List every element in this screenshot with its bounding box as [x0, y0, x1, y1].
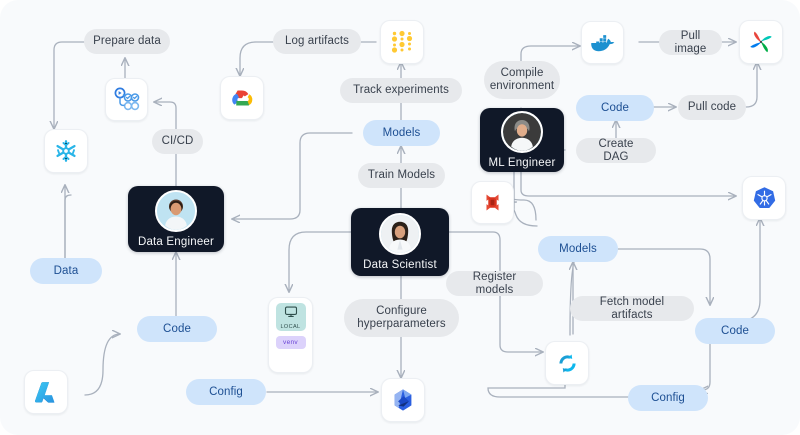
tool-tile-airflow[interactable] [739, 20, 783, 64]
label-text: Data [53, 264, 79, 277]
tool-tile-google-cloud[interactable] [220, 76, 264, 120]
persona-name: ML Engineer [488, 157, 556, 169]
local-badge: LOCAL [275, 303, 306, 331]
avatar [379, 213, 421, 255]
avatar [155, 190, 197, 232]
label-text: Compile environment [489, 67, 555, 92]
label-text: Models [382, 126, 421, 139]
azure-icon [33, 379, 59, 405]
local-environment-card[interactable]: LOCAL venv [268, 297, 313, 373]
label-code-bottom-right[interactable]: Code [695, 318, 775, 344]
label-pull-image[interactable]: Pull image [659, 30, 722, 55]
label-text: Config [209, 385, 243, 398]
label-code-left[interactable]: Code [137, 316, 217, 342]
local-label: LOCAL [280, 323, 301, 330]
label-text: Create DAG [598, 137, 634, 163]
label-text: Code [163, 322, 191, 335]
label-register-models[interactable]: Register models [446, 271, 543, 296]
label-track-experiments[interactable]: Track experiments [340, 78, 462, 103]
label-models-right[interactable]: Models [538, 236, 618, 262]
label-compile-environment[interactable]: Compile environment [484, 61, 560, 99]
tool-tile-snowflake[interactable] [44, 129, 88, 173]
avatar [501, 111, 543, 153]
label-text: Models [559, 242, 597, 255]
tool-tile-docker[interactable] [581, 21, 624, 64]
persona-card-data-engineer[interactable]: Data Engineer [128, 186, 224, 252]
label-text: Configure hyperparameters [357, 305, 446, 330]
label-ci-cd[interactable]: CI/CD [152, 129, 203, 154]
label-text: Log artifacts [285, 35, 349, 47]
label-text: Train Models [367, 169, 436, 181]
label-text: Code [601, 101, 629, 114]
label-text: CI/CD [161, 135, 194, 147]
label-configure-hyperparameters[interactable]: Configure hyperparameters [344, 299, 459, 337]
label-code-top-right[interactable]: Code [576, 95, 654, 121]
label-text: Config [651, 391, 685, 404]
tool-tile-mlflow[interactable] [471, 181, 514, 224]
snowflake-icon [53, 138, 79, 164]
kubernetes-icon [751, 185, 778, 212]
weights-and-biases-icon [389, 29, 415, 55]
label-text: Fetch model artifacts [599, 295, 665, 321]
google-cloud-icon [228, 84, 256, 112]
label-config-bottom-left[interactable]: Config [186, 379, 266, 405]
airflow-icon [747, 28, 775, 56]
label-text: Pull code [687, 101, 737, 113]
label-text: Register models [472, 270, 517, 296]
tool-tile-kedro[interactable] [381, 378, 425, 422]
tool-tile-weights-and-biases[interactable] [380, 20, 424, 64]
label-config-bottom-right[interactable]: Config [628, 385, 708, 411]
tool-tile-azure[interactable] [24, 370, 68, 414]
label-data[interactable]: Data [30, 258, 102, 284]
tool-tile-argocd[interactable] [545, 341, 589, 385]
venv-badge: venv [275, 336, 306, 349]
docker-icon [589, 29, 617, 57]
label-prepare-data[interactable]: Prepare data [84, 29, 170, 54]
label-text: Prepare data [93, 35, 161, 47]
label-models-center[interactable]: Models [363, 120, 440, 146]
mlflow-icon [480, 190, 505, 215]
persona-name: Data Scientist [363, 259, 437, 271]
tool-tile-kubernetes[interactable] [742, 176, 786, 220]
persona-name: Data Engineer [137, 236, 215, 248]
label-text: Pull image [674, 29, 707, 55]
tool-tile-azure-pipelines[interactable] [105, 78, 148, 121]
label-pull-code[interactable]: Pull code [678, 95, 746, 120]
label-train-models[interactable]: Train Models [358, 163, 445, 188]
label-text: Code [721, 324, 749, 337]
label-create-dag[interactable]: Create DAG [576, 138, 656, 163]
azure-pipelines-icon [114, 87, 140, 113]
label-log-artifacts[interactable]: Log artifacts [273, 29, 361, 54]
persona-card-ml-engineer[interactable]: ML Engineer [480, 108, 564, 172]
argocd-icon [554, 350, 581, 377]
monitor-icon [284, 305, 298, 323]
kedro-icon [389, 386, 417, 414]
persona-card-data-scientist[interactable]: Data Scientist [351, 208, 449, 276]
label-text: Track experiments [353, 84, 449, 96]
label-fetch-model-artifacts[interactable]: Fetch model artifacts [570, 296, 694, 321]
